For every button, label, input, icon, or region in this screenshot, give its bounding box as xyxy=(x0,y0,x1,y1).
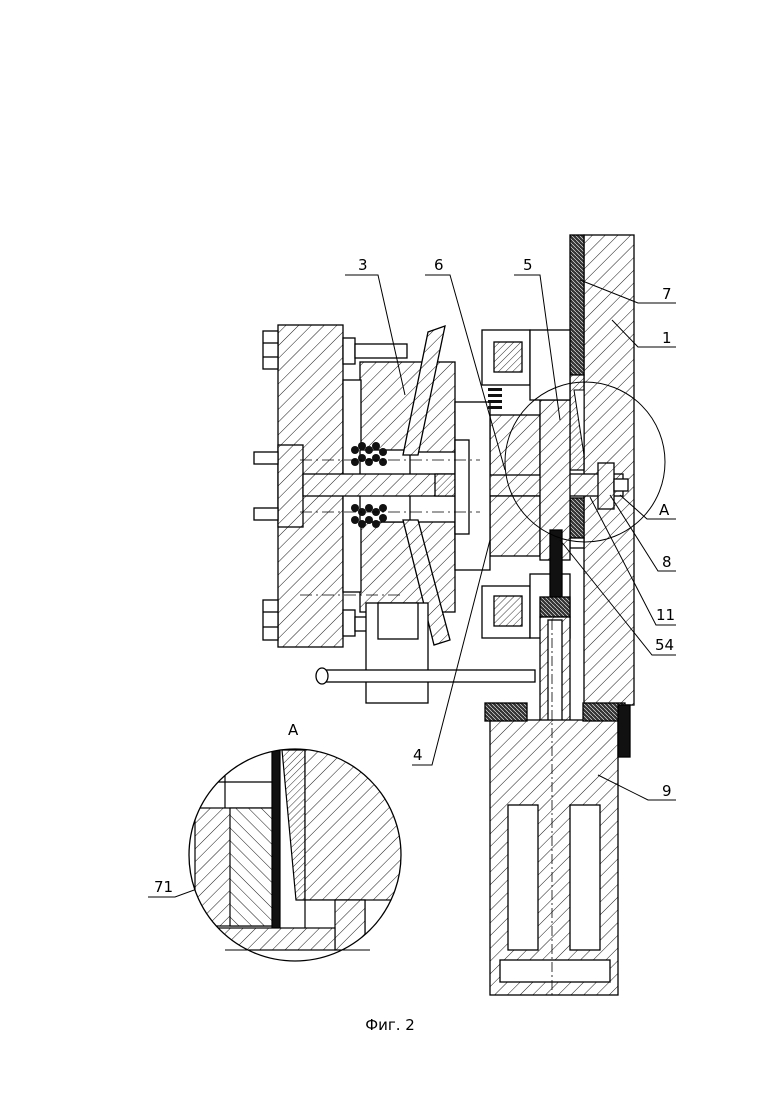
label-1: 1 xyxy=(662,329,672,347)
label-8: 8 xyxy=(662,553,672,571)
block-4 xyxy=(490,496,540,556)
detail-title-a: А xyxy=(288,721,299,739)
label-11: 11 xyxy=(656,606,675,624)
label-9: 9 xyxy=(662,782,672,800)
label-5: 5 xyxy=(523,256,533,274)
label-54: 54 xyxy=(655,636,674,654)
label-3: 3 xyxy=(358,256,368,274)
strip-7 xyxy=(570,235,584,375)
label-6: 6 xyxy=(434,256,444,274)
detail-view-a xyxy=(180,745,410,970)
bolt-head-top xyxy=(263,331,278,369)
label-a-callout: А xyxy=(659,501,670,519)
figure-caption: Фиг. 2 xyxy=(365,1016,415,1034)
label-4: 4 xyxy=(413,746,423,764)
rod-horizontal xyxy=(325,670,535,682)
label-7: 7 xyxy=(662,285,672,303)
label-71: 71 xyxy=(154,878,173,896)
